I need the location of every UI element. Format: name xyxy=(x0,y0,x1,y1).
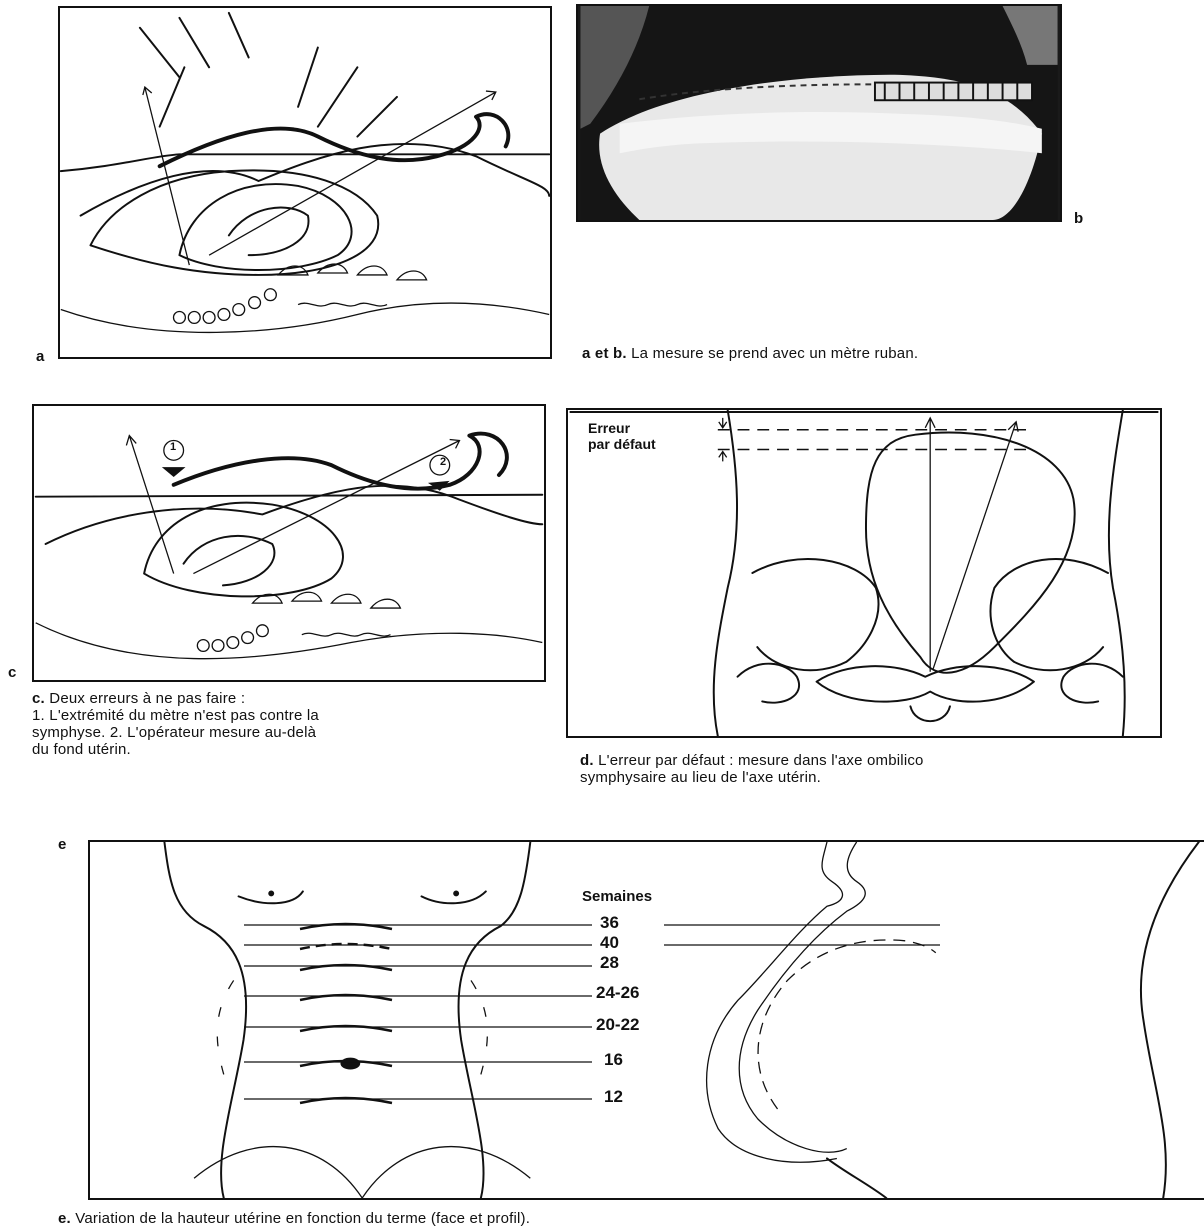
panel-b-photo xyxy=(576,4,1062,222)
week-label: 36 xyxy=(600,913,619,933)
tape-measure-photo xyxy=(578,6,1060,220)
caption-c-line2: 1. L'extrémité du mètre n'est pas contre… xyxy=(32,707,319,724)
panel-c-illustration: 1 2 xyxy=(32,404,546,682)
caption-c-line1: Deux erreurs à ne pas faire : xyxy=(49,690,245,707)
panel-d-illustration: Erreur par défaut xyxy=(566,408,1162,738)
error-marker-two: 2 xyxy=(440,456,446,468)
panel-c-label: c xyxy=(8,664,16,681)
error-label-line2: par défaut xyxy=(588,436,656,452)
caption-e-text: Variation de la hauteur utérine en fonct… xyxy=(75,1210,530,1227)
caption-ab-bold: a et b. xyxy=(582,345,627,362)
week-label: 40 xyxy=(600,933,619,953)
caption-c-line3: symphyse. 2. L'opérateur mesure au-delà xyxy=(32,724,319,741)
caption-d: d. L'erreur par défaut : mesure dans l'a… xyxy=(580,752,924,786)
panel-a-illustration xyxy=(58,6,552,359)
error-label-line1: Erreur xyxy=(588,420,656,436)
week-label: 28 xyxy=(600,953,619,973)
panel-b-label: b xyxy=(1074,210,1083,227)
caption-d-line2: symphysaire au lieu de l'axe utérin. xyxy=(580,769,924,786)
week-label: 12 xyxy=(604,1087,623,1107)
caption-c-line4: du fond utérin. xyxy=(32,741,319,758)
caption-e: e. Variation de la hauteur utérine en fo… xyxy=(58,1210,530,1227)
caption-ab: a et b. La mesure se prend avec un mètre… xyxy=(582,345,918,362)
week-label: 16 xyxy=(604,1050,623,1070)
caption-e-bold: e. xyxy=(58,1210,71,1227)
caption-d-line1: L'erreur par défaut : mesure dans l'axe … xyxy=(598,752,924,769)
caption-ab-text: La mesure se prend avec un mètre ruban. xyxy=(631,345,918,362)
error-label: Erreur par défaut xyxy=(588,420,656,452)
panel-e-label: e xyxy=(58,836,66,853)
caption-c-bold: c. xyxy=(32,690,45,707)
week-label: 24-26 xyxy=(596,983,639,1003)
error-marker-one: 1 xyxy=(170,441,176,453)
panel-a-label: a xyxy=(36,348,44,365)
week-label: 20-22 xyxy=(596,1015,639,1035)
caption-d-bold: d. xyxy=(580,752,594,769)
tape-measure-errors-drawing xyxy=(34,406,544,680)
caption-c: c. Deux erreurs à ne pas faire : 1. L'ex… xyxy=(32,690,319,758)
uterine-axis-error-drawing xyxy=(568,410,1160,736)
weeks-title: Semaines xyxy=(582,888,652,905)
tape-measure-side-view-drawing xyxy=(60,8,550,357)
